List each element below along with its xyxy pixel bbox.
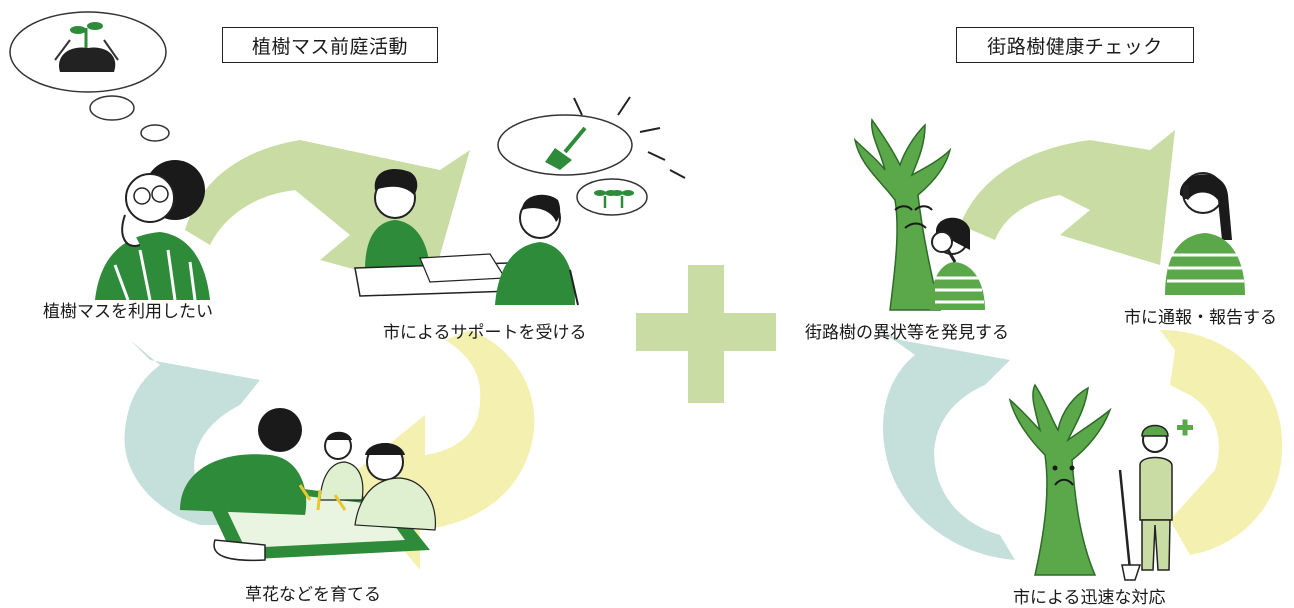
right-arrow-right-yellow xyxy=(1160,330,1283,555)
shovel-bubble-icon xyxy=(497,96,686,216)
step-label-want-planting-box: 植樹マスを利用したい xyxy=(43,302,213,322)
inspector-with-magnifier-icon xyxy=(930,217,985,310)
step-label-grow-flowers: 草花などを育てる xyxy=(245,585,381,605)
right-arrow-left-teal xyxy=(880,330,1015,560)
observing-tree-icon xyxy=(853,118,952,311)
step-label-city-support: 市によるサポートを受ける xyxy=(383,323,587,343)
left-cycle-title: 植樹マス前庭活動 xyxy=(222,27,438,63)
right-cycle-title: 街路樹健康チェック xyxy=(956,27,1194,63)
gardening-group-icon xyxy=(180,408,437,562)
phone-caller-icon xyxy=(1165,172,1245,295)
right-arrow-top-green xyxy=(960,130,1175,265)
sad-tree-icon xyxy=(1008,383,1112,576)
step-label-report-to-city: 市に通報・報告する xyxy=(1124,308,1277,328)
plus-sign xyxy=(636,265,776,403)
soil-seedling-icon xyxy=(54,22,119,72)
thought-bubbles xyxy=(9,11,170,142)
thinking-person-icon xyxy=(95,160,210,301)
worker-with-shovel-icon xyxy=(1118,419,1193,581)
step-label-city-response: 市による迅速な対応 xyxy=(1013,588,1166,608)
step-label-find-abnormality: 街路樹の異状等を発見する xyxy=(805,323,1009,343)
meeting-scene-icon xyxy=(354,169,579,306)
left-arrow-left-teal xyxy=(124,340,261,525)
right-cycle-arrows xyxy=(880,130,1283,560)
